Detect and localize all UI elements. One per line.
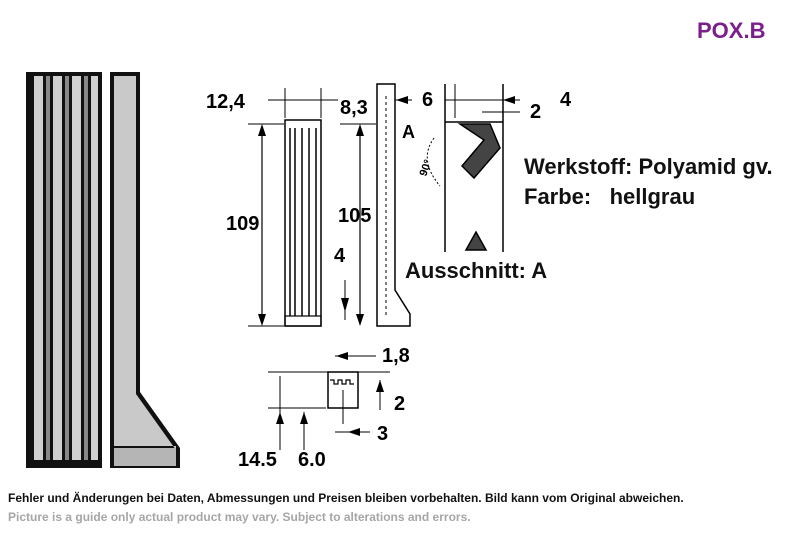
dim-section-inner: 2 [530,101,541,123]
dim-angle: 90° [418,158,435,178]
product-code: POX.B [697,18,766,43]
material-spec: Werkstoff: Polyamid gv. [524,154,773,179]
dim-top-width: 14.5 [238,449,277,471]
front-view [248,88,338,327]
dim-width-front: 12,4 [206,91,246,113]
disclaimer-de: Fehler und Änderungen bei Daten, Abmessu… [8,491,684,505]
dim-top-gap: 1,8 [382,345,410,367]
dim-width-inner: 8,3 [340,97,368,119]
cutout-label: Ausschnitt: A [405,258,548,283]
dim-section-width: 4 [560,89,572,111]
dim-base-height: 4 [334,245,346,267]
product-photo-front [26,72,102,468]
color-spec: Farbe: hellgrau [524,184,696,209]
dim-height-total: 109 [226,213,259,235]
top-view [268,352,390,450]
product-photo-side [110,72,180,468]
dim-height-side: 105 [338,205,371,227]
disclaimer-en: Picture is a guide only actual product m… [8,510,471,524]
dim-side-thickness: 6 [422,89,433,111]
section-marker: A [402,122,415,142]
dim-top-step: 2 [394,393,405,415]
side-view [340,83,412,327]
dim-top-slot: 3 [377,423,388,445]
dim-top-inner: 6.0 [298,449,326,471]
section-view [426,84,520,252]
